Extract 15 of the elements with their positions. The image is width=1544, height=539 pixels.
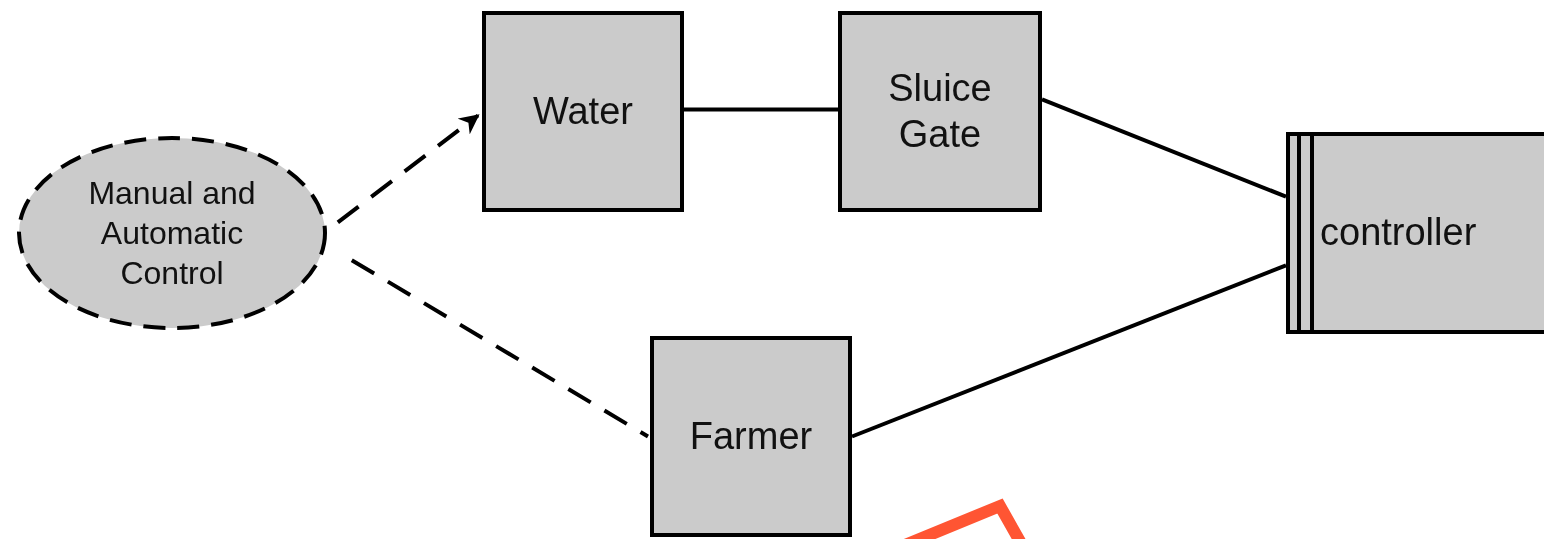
process-box bbox=[838, 11, 1042, 212]
controller-box bbox=[1286, 132, 1544, 334]
arrow bbox=[336, 113, 480, 224]
connector-line bbox=[851, 263, 1287, 439]
process-box bbox=[650, 336, 852, 537]
node-label: controller bbox=[1320, 210, 1477, 256]
dashed-ellipse bbox=[17, 136, 327, 330]
node-label: Manual and Automatic Control bbox=[87, 174, 257, 293]
connector-line bbox=[1041, 97, 1287, 199]
node-label: Sluice Gate bbox=[887, 65, 993, 157]
process-box bbox=[482, 11, 684, 212]
node-label: Water bbox=[533, 88, 633, 134]
connector-line bbox=[350, 258, 649, 439]
connector-line bbox=[684, 107, 838, 112]
node-label: Farmer bbox=[689, 413, 813, 459]
